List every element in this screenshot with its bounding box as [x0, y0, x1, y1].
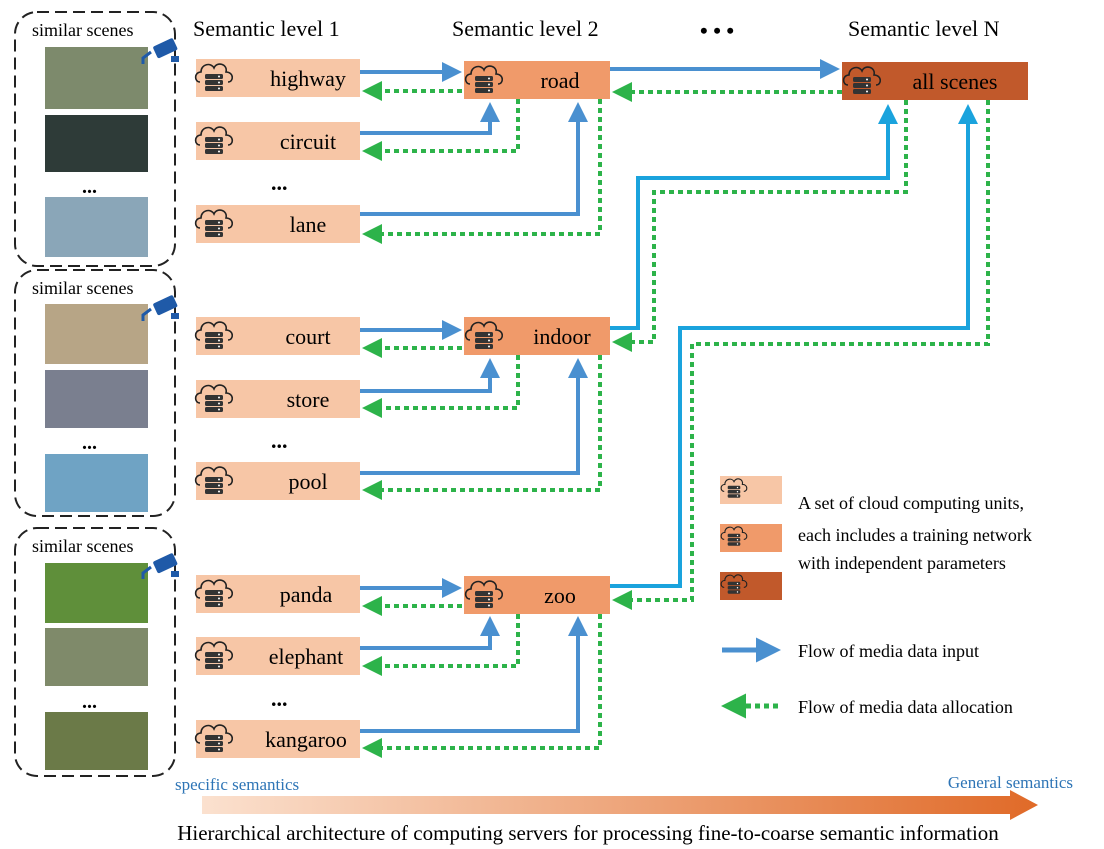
scene-image-kangaroo [45, 712, 148, 770]
level2-node-indoor: indoor [464, 317, 610, 355]
scene-image-circuit [45, 115, 148, 172]
svg-text:court: court [285, 324, 330, 349]
scene-group-label: similar scenes [32, 20, 133, 40]
scene-group-label: similar scenes [32, 536, 133, 556]
axis-left-label: specific semantics [175, 775, 299, 794]
level1-ellipsis: ... [271, 686, 288, 711]
svg-text:lane: lane [290, 212, 327, 237]
svg-text:zoo: zoo [544, 583, 576, 608]
svg-text:pool: pool [288, 469, 327, 494]
header-semantic-level-n: Semantic level N [848, 16, 1000, 41]
scene-image-pool [45, 454, 148, 512]
svg-text:panda: panda [280, 582, 333, 607]
figure-caption: Hierarchical architecture of computing s… [177, 821, 999, 845]
header-semantic-level-1: Semantic level 1 [193, 16, 340, 41]
scene-image-court [45, 304, 148, 364]
axis-gradient-arrow [202, 790, 1038, 820]
scene-group-3: similar scenes ... [14, 527, 176, 777]
scene-image-panda [45, 563, 148, 623]
scene-group-1: similar scenes ... [14, 11, 176, 267]
svg-text:kangaroo: kangaroo [265, 727, 347, 752]
level1-node-circuit: circuit [194, 122, 360, 160]
camera-icon [141, 36, 181, 66]
scene-ellipsis: ... [82, 691, 97, 713]
level1-node-panda: panda [194, 575, 360, 613]
header-ellipsis: • • • [700, 18, 734, 43]
legend-units-text-2: each includes a training network [798, 525, 1032, 545]
camera-icon [141, 551, 181, 581]
scene-ellipsis: ... [82, 432, 97, 454]
svg-text:indoor: indoor [533, 324, 591, 349]
legend: A set of cloud computing units, each inc… [720, 476, 1032, 719]
legend-units-text-1: A set of cloud computing units, [798, 493, 1024, 513]
legend-input-label: Flow of media data input [798, 641, 979, 661]
svg-text:store: store [287, 387, 330, 412]
legend-allocation-label: Flow of media data allocation [798, 697, 1013, 717]
level1-node-kangaroo: kangaroo [194, 720, 360, 758]
scene-image-lane [45, 197, 148, 257]
scene-ellipsis: ... [82, 176, 97, 198]
svg-text:road: road [540, 68, 579, 93]
svg-text:circuit: circuit [280, 129, 336, 154]
level1-node-elephant: elephant [194, 637, 360, 675]
scene-group-label: similar scenes [32, 278, 133, 298]
level1-node-highway: highway [194, 59, 360, 97]
allocation-arrows [362, 81, 990, 758]
level1-node-store: store [194, 380, 360, 418]
scene-group-2: similar scenes ... [14, 269, 176, 517]
level1-node-lane: lane [194, 205, 360, 243]
legend-units-text-3: with independent parameters [798, 553, 1006, 573]
svg-text:elephant: elephant [269, 644, 344, 669]
level1-node-court: court [194, 317, 360, 355]
svg-text:all scenes: all scenes [913, 69, 998, 94]
header-semantic-level-2: Semantic level 2 [452, 16, 599, 41]
level2-node-zoo: zoo [464, 576, 610, 614]
scene-image-elephant [45, 628, 148, 686]
scene-image-store [45, 370, 148, 428]
input-arrows [360, 59, 978, 733]
scene-image-highway [45, 47, 148, 109]
semantic-axis: specific semantics General semantics [175, 773, 1073, 820]
svg-text:highway: highway [270, 66, 346, 91]
axis-right-label: General semantics [948, 773, 1073, 792]
camera-icon [141, 293, 181, 323]
level1-node-pool: pool [194, 462, 360, 500]
level2-node-road: road [464, 61, 610, 99]
level1-ellipsis: ... [271, 170, 288, 195]
levelN-node-all-scenes: all scenes [842, 62, 1028, 100]
level1-ellipsis: ... [271, 428, 288, 453]
